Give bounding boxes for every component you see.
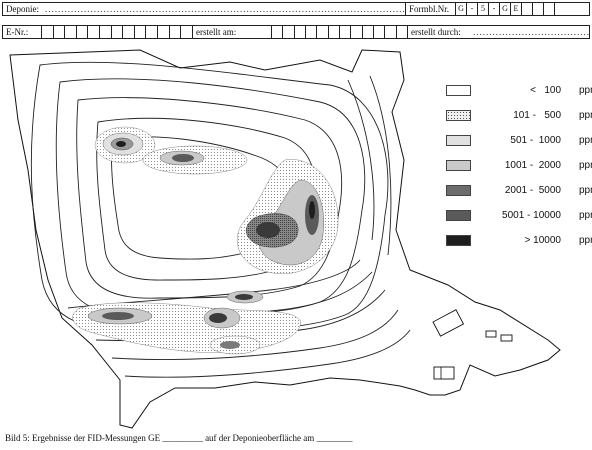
entry-box[interactable] <box>123 26 135 38</box>
entry-box[interactable] <box>88 26 101 38</box>
zone-2001-5000 <box>220 341 240 349</box>
contour-line <box>67 259 361 309</box>
entry-box[interactable] <box>317 26 329 38</box>
legend-unit: ppm <box>579 235 592 246</box>
enr-label: E-Nr.: <box>6 27 29 37</box>
building <box>500 334 513 342</box>
legend-range: 501 - 1000 <box>510 135 561 146</box>
formblatt-boxes: G - 5 - G E <box>456 3 589 15</box>
formblatt-box[interactable]: G <box>500 3 511 15</box>
zone-5001-10000 <box>209 313 227 323</box>
zone-5001-10000 <box>172 154 194 162</box>
legend-unit: ppm <box>579 210 592 221</box>
entry-box[interactable] <box>306 26 318 38</box>
legend-range: > 10000 <box>524 235 561 246</box>
zone-5001-10000 <box>235 294 253 300</box>
formblatt-box[interactable]: - <box>489 3 500 15</box>
zone-over-10000 <box>116 141 126 147</box>
contour-line <box>30 61 389 331</box>
contour-line <box>124 329 411 378</box>
header-row-enr: E-Nr.: erstellt am: erstellt durch: ....… <box>2 25 590 39</box>
entry-box[interactable] <box>77 26 89 38</box>
legend-item: 1001 - 2000 ppm <box>446 159 592 172</box>
fid-contour-map <box>9 49 561 429</box>
formblatt-box[interactable] <box>522 3 533 15</box>
entry-box[interactable] <box>158 26 170 38</box>
formblatt-box[interactable]: E <box>511 3 522 15</box>
legend-item: 2001 - 5000 ppm <box>446 184 592 197</box>
legend-swatch <box>446 185 471 196</box>
formblatt-box[interactable] <box>544 3 555 15</box>
legend-swatch <box>446 160 471 171</box>
zone-5001-10000 <box>256 222 280 238</box>
entry-box[interactable] <box>170 26 182 38</box>
entry-box[interactable] <box>146 26 159 38</box>
contour-line <box>76 97 343 299</box>
formblatt-box[interactable]: 5 <box>478 3 489 15</box>
entry-box[interactable] <box>363 26 374 38</box>
formblatt-box[interactable]: - <box>467 3 478 15</box>
legend-unit: ppm <box>579 185 592 196</box>
entry-box[interactable] <box>374 26 386 38</box>
contour-line <box>111 309 399 360</box>
legend-item: 101 - 500 ppm <box>446 109 592 122</box>
building <box>485 330 497 338</box>
legend-item: 5001 - 10000 ppm <box>446 209 592 222</box>
entry-box[interactable] <box>351 26 363 38</box>
legend-swatch <box>446 135 471 146</box>
entry-box[interactable] <box>397 26 407 38</box>
legend-swatch <box>446 210 471 221</box>
legend-swatch <box>446 110 471 121</box>
building <box>432 309 465 337</box>
entry-box[interactable] <box>340 26 352 38</box>
entry-box[interactable] <box>181 26 192 38</box>
deponie-label: Deponie: <box>6 4 39 14</box>
entry-box[interactable] <box>385 26 397 38</box>
contour-line <box>347 79 375 241</box>
legend-range: 101 - 500 <box>513 110 561 121</box>
erstellt-durch-field[interactable]: ........................................… <box>473 27 589 37</box>
entry-box[interactable] <box>272 26 284 38</box>
legend-item: 501 - 1000 ppm <box>446 134 592 147</box>
zone-5001-10000 <box>102 312 134 320</box>
legend-item: > 10000 ppm <box>446 234 592 247</box>
legend-item: < 100 ppm <box>446 84 592 97</box>
enr-boxes[interactable] <box>41 26 193 38</box>
legend-range: < 100 <box>530 85 561 96</box>
formblatt-label: Formbl.Nr. <box>406 3 456 15</box>
erstellt-durch-label: erstellt durch: <box>411 27 461 37</box>
entry-box[interactable] <box>329 26 340 38</box>
building <box>433 366 455 380</box>
entry-box[interactable] <box>112 26 124 38</box>
entry-box[interactable] <box>283 26 295 38</box>
legend-range: 5001 - 10000 <box>502 210 561 221</box>
entry-box[interactable] <box>42 26 54 38</box>
contour-line <box>369 75 392 256</box>
erstellt-am-boxes[interactable] <box>271 26 408 38</box>
legend-swatch <box>446 85 471 96</box>
header-row-deponie: Deponie: ...............................… <box>2 2 590 16</box>
legend-swatch <box>446 235 471 246</box>
formblatt-box[interactable] <box>533 3 544 15</box>
entry-box[interactable] <box>100 26 112 38</box>
legend-unit: ppm <box>579 110 592 121</box>
site-boundary <box>9 49 561 429</box>
legend-unit: ppm <box>579 160 592 171</box>
legend-range: 2001 - 5000 <box>504 185 561 196</box>
formblatt-box[interactable]: G <box>456 3 467 15</box>
legend-unit: ppm <box>579 85 592 96</box>
entry-box[interactable] <box>295 26 306 38</box>
entry-box[interactable] <box>54 26 66 38</box>
figure-caption: Bild 5: Ergebnisse der FID-Messungen GE … <box>5 433 353 443</box>
deponie-field[interactable]: ........................................… <box>42 3 406 15</box>
entry-box[interactable] <box>65 26 77 38</box>
legend-unit: ppm <box>579 135 592 146</box>
entry-box[interactable] <box>135 26 147 38</box>
erstellt-am-label: erstellt am: <box>196 27 237 37</box>
formblatt-box[interactable] <box>555 3 566 15</box>
legend-range: 1001 - 2000 <box>504 160 561 171</box>
zone-over-10000 <box>309 201 315 219</box>
